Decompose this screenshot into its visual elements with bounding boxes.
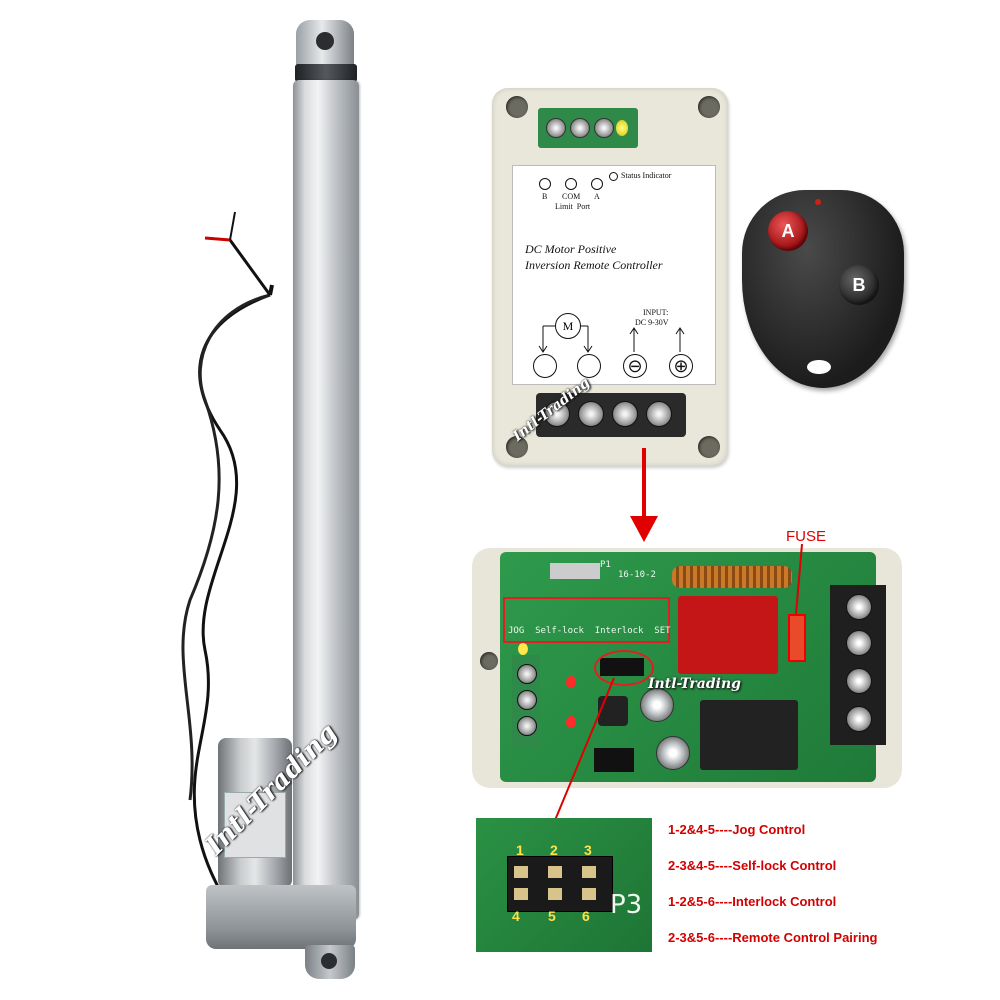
remote-button-b: B (839, 265, 879, 305)
pin-number-4: 4 (512, 908, 520, 924)
p3-silk-label: P3 (610, 890, 643, 920)
p3-highlight-circle (594, 650, 654, 686)
arrow-shaft (642, 448, 646, 520)
fuse-label: FUSE (786, 528, 827, 545)
mount-hole-bottom-right (698, 436, 720, 458)
pin-number-1: 1 (516, 842, 524, 858)
plus-terminal-circle: ⊕ (669, 354, 693, 378)
board-led-red-1 (566, 676, 576, 688)
status-led (616, 120, 628, 136)
jumper-highlight-box (503, 597, 670, 643)
actuator-rod-cap (295, 64, 357, 82)
header-pin (582, 866, 596, 878)
status-indicator-circle (609, 172, 618, 181)
motor-out-1-circle (533, 354, 557, 378)
board-terminal-screw (846, 706, 872, 732)
relay-1 (678, 596, 778, 674)
watermark-board: Intl-Trading (648, 676, 741, 692)
terminal-screw (546, 118, 566, 138)
board-terminal-screw (846, 630, 872, 656)
controller-title-line1: DC Motor Positive (525, 242, 617, 256)
inductor (598, 696, 628, 726)
rod-eye-hole (316, 32, 334, 50)
port-com-circle (565, 178, 577, 190)
port-b-label: B (542, 192, 548, 201)
remote-control (742, 190, 904, 388)
actuator-tube (293, 80, 359, 920)
port-b-circle (539, 178, 551, 190)
silk-date: 16-10-2 (618, 570, 656, 580)
mount-hole-top-right (698, 96, 720, 118)
port-a-circle (591, 178, 603, 190)
antenna-coil (672, 566, 792, 588)
port-a-label: A (594, 192, 600, 201)
zoom-pointer (545, 677, 615, 843)
board-terminal-screw (846, 594, 872, 620)
pin-number-6: 6 (582, 908, 590, 924)
pin-number-3: 3 (584, 842, 592, 858)
board-terminal-screw (517, 716, 537, 736)
motor-symbol: M (555, 313, 581, 339)
terminal-screw (646, 401, 672, 427)
silk-p1: P1 (600, 560, 611, 570)
terminal-screw (578, 401, 604, 427)
legend-interlock-control: 1-2&5-6----Interlock Control (668, 894, 837, 909)
pin-number-2: 2 (550, 842, 558, 858)
keyring-hole (807, 360, 831, 374)
terminal-screw (544, 401, 570, 427)
board-led-red-2 (566, 716, 576, 728)
board-led-yellow (518, 643, 528, 655)
status-indicator-label: Status Indicator (621, 171, 672, 180)
terminal-screw (594, 118, 614, 138)
wiring-arrows (538, 325, 685, 353)
arrow-down-icon (630, 516, 658, 542)
remote-button-a: A (768, 211, 808, 251)
mount-hole-top-left (506, 96, 528, 118)
input-label: INPUT: (643, 308, 669, 317)
header-pin (582, 888, 596, 900)
input-range: DC 9-30V (635, 318, 669, 327)
remote-led (815, 199, 821, 205)
board-mount-hole (480, 652, 498, 670)
silk-jumper-labels: JOG Self-lock Interlock SET (508, 626, 671, 636)
rf-module (550, 563, 600, 579)
legend-jog-control: 1-2&4-5----Jog Control (668, 822, 806, 837)
mount-hole-bottom-left (506, 436, 528, 458)
terminal-screw (612, 401, 638, 427)
limit-port-caption: Limit Port (555, 202, 591, 211)
pin-number-5: 5 (548, 908, 556, 924)
fuse (788, 614, 806, 662)
relay-2 (700, 700, 798, 770)
legend-remote-pairing: 2-3&5-6----Remote Control Pairing (668, 930, 878, 945)
capacitor-1 (640, 688, 674, 722)
actuator-gearbox (206, 885, 356, 949)
board-terminal-screw (846, 668, 872, 694)
capacitor-2 (656, 736, 690, 770)
board-terminal-screw (517, 690, 537, 710)
header-pin (514, 866, 528, 878)
board-terminal-screw (517, 664, 537, 684)
clevis-hole (321, 953, 337, 969)
p3-pin-header (507, 856, 613, 912)
fuse-pointer (795, 544, 803, 615)
legend-self-lock-control: 2-3&4-5----Self-lock Control (668, 858, 837, 873)
terminal-screw (570, 118, 590, 138)
header-pin (514, 888, 528, 900)
controller-title-line2: Inversion Remote Controller (525, 258, 663, 272)
actuator-cable (181, 211, 274, 932)
header-pin (548, 888, 562, 900)
minus-terminal-circle: ⊖ (623, 354, 647, 378)
controller-label-panel: Status Indicator B COM A Limit Port DC M… (512, 165, 716, 385)
motor-spec-label (224, 792, 286, 858)
regulator-chip (594, 748, 634, 772)
motor-out-2-circle (577, 354, 601, 378)
header-pin (548, 866, 562, 878)
port-com-label: COM (562, 192, 581, 201)
